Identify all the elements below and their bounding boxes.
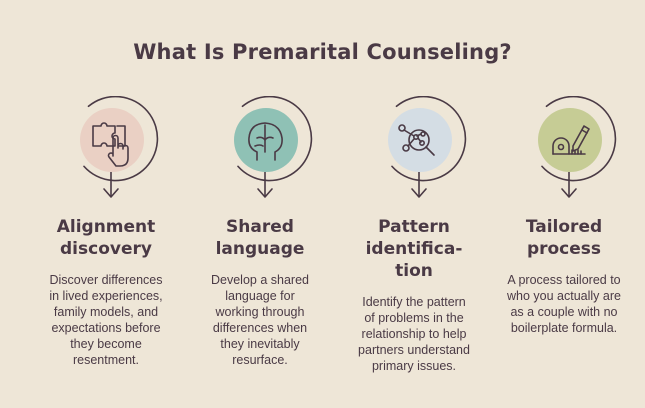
page-title: What Is Premarital Counseling? — [133, 40, 512, 64]
item-pattern-identification: Pattern identifica- tion Identify the pa… — [339, 0, 489, 408]
heading-pattern-identification: Pattern identifica- tion — [365, 217, 463, 281]
emblem-alignment-discovery — [80, 96, 159, 198]
puzzle-hand-icon — [92, 122, 129, 167]
network-magnifier-icon — [398, 124, 435, 156]
item-shared-language: Shared language Develop a shared languag… — [185, 0, 335, 408]
emblem-pattern-identification — [388, 96, 467, 198]
head-profile-icon — [248, 122, 283, 161]
description-tailored-process: A process tailored to who you actually a… — [507, 273, 621, 335]
description-pattern-identification: Identify the pattern of problems in the … — [358, 295, 470, 373]
heading-tailored-process: Tailored process — [525, 217, 603, 259]
emblem-shared-language — [234, 96, 313, 198]
item-alignment-discovery: Alignment discovery Discover differences… — [31, 0, 181, 408]
item-tailored-process: Tailored process A process tailored to w… — [489, 0, 639, 408]
heading-shared-language: Shared language — [215, 217, 305, 259]
heading-alignment-discovery: Alignment discovery — [56, 217, 156, 259]
description-shared-language: Develop a shared language for working th… — [211, 273, 309, 367]
ruler-pencil-icon — [552, 125, 590, 155]
emblem-tailored-process — [538, 96, 617, 198]
description-alignment-discovery: Discover differences in lived experience… — [49, 273, 163, 367]
